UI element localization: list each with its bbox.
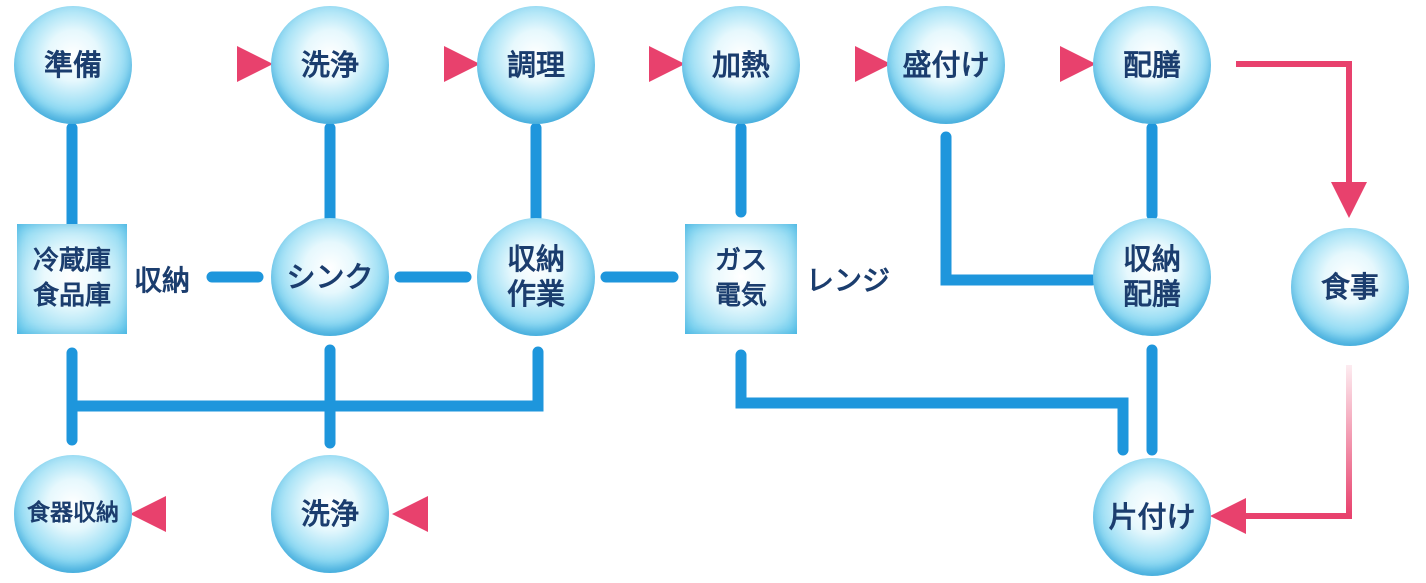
node-gas-line2: 電気 bbox=[714, 281, 767, 311]
node-distribute: 配膳 bbox=[1093, 6, 1211, 124]
node-dish-storage-label: 食器収納 bbox=[27, 500, 119, 527]
node-storage-serve-line2: 配膳 bbox=[1122, 277, 1181, 311]
node-fridge: 冷蔵庫 食品庫 bbox=[17, 224, 127, 334]
node-cook-label: 調理 bbox=[506, 47, 565, 82]
node-serve: 盛付け bbox=[887, 6, 1005, 124]
flow-arrow-eat-cleanup bbox=[1210, 365, 1352, 534]
range-label: レンジ bbox=[806, 264, 891, 297]
node-gas: ガス 電気 bbox=[685, 224, 797, 334]
node-eat-label: 食事 bbox=[1320, 269, 1379, 304]
node-fridge-line1: 冷蔵庫 bbox=[32, 245, 111, 276]
node-cleanup-label: 片付け bbox=[1108, 499, 1196, 534]
connector-gas-cleanup bbox=[735, 349, 1129, 456]
node-storage-serve-line1: 収納 bbox=[1122, 242, 1181, 277]
node-prep: 準備 bbox=[14, 6, 132, 124]
connector-bottom-bus bbox=[66, 346, 544, 412]
flow-arrow-distribute-eat bbox=[1236, 61, 1367, 218]
node-wash-bottom: 洗浄 bbox=[271, 455, 389, 573]
node-wash-top-label: 洗浄 bbox=[300, 47, 359, 82]
node-cook: 調理 bbox=[477, 6, 595, 124]
node-storage-work-line1: 収納 bbox=[506, 242, 565, 277]
connector-serve-storage-serve bbox=[940, 131, 1098, 286]
node-sink-label: シンク bbox=[286, 259, 374, 294]
node-gas-line1: ガス bbox=[714, 245, 767, 276]
node-sink: シンク bbox=[271, 218, 389, 336]
node-heat-label: 加熱 bbox=[711, 47, 770, 82]
node-distribute-label: 配膳 bbox=[1122, 47, 1181, 82]
node-heat: 加熱 bbox=[682, 6, 800, 124]
node-storage-work-line2: 作業 bbox=[506, 277, 565, 311]
node-storage-serve: 収納 配膳 bbox=[1093, 218, 1211, 336]
node-serve-label: 盛付け bbox=[902, 47, 990, 82]
node-wash-bottom-label: 洗浄 bbox=[300, 496, 359, 531]
storage-label: 収納 bbox=[134, 264, 191, 297]
node-storage-work: 収納 作業 bbox=[477, 218, 595, 336]
node-wash-top: 洗浄 bbox=[271, 6, 389, 124]
node-cleanup: 片付け bbox=[1093, 458, 1211, 576]
node-fridge-line2: 食品庫 bbox=[32, 281, 111, 311]
node-dish-storage: 食器収納 bbox=[14, 455, 132, 573]
node-eat: 食事 bbox=[1291, 228, 1409, 346]
node-prep-label: 準備 bbox=[43, 47, 102, 82]
